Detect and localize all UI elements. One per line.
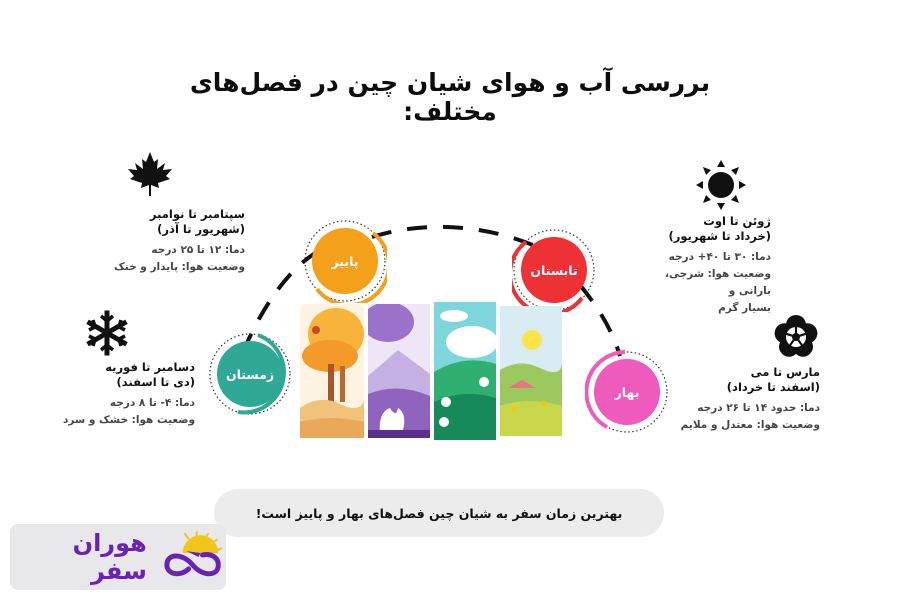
autumn-panel bbox=[300, 304, 364, 438]
spring-weather: وضعیت هوا: معتدل و ملایم bbox=[680, 419, 820, 431]
winter-info: دسامبر تا فوریه (دی تا اسفند) دما: ۴- تا… bbox=[60, 360, 195, 429]
autumn-ring bbox=[304, 220, 387, 303]
winter-label: زمستان bbox=[217, 341, 283, 407]
four-seasons-illustration bbox=[300, 300, 562, 442]
maple-leaf-icon bbox=[125, 150, 175, 198]
summer-weather: وضعیت هوا: شرجی، بارانی و bbox=[664, 268, 771, 297]
logo-text: هوران سفر bbox=[72, 529, 147, 585]
spring-persian-months: (اسفند تا خرداد) bbox=[726, 380, 820, 394]
winter-weather: وضعیت هوا: خشک و سرد bbox=[62, 414, 195, 426]
winter-temperature: دما: ۴- تا ۸ درجه bbox=[109, 397, 195, 409]
summer-badge: تابستان bbox=[512, 228, 596, 312]
winter-ring bbox=[209, 333, 291, 415]
spring-months: مارس تا می bbox=[750, 365, 820, 379]
spring-ring bbox=[585, 350, 668, 433]
autumn-badge: پاییز bbox=[303, 219, 387, 303]
winter-badge: زمستان bbox=[208, 332, 292, 416]
winter-persian-months: (دی تا اسفند) bbox=[116, 375, 195, 389]
sun-icon bbox=[694, 158, 748, 212]
autumn-weather: وضعیت هوا: پایدار و خنک bbox=[114, 261, 245, 273]
infinity-sun-logo-icon bbox=[164, 531, 223, 577]
best-time-banner: بهترین زمان سفر به شیان چین فصل‌های بهار… bbox=[214, 489, 664, 537]
autumn-persian-months: (شهریور تا آذر) bbox=[157, 222, 245, 236]
autumn-temperature: دما: ۱۲ تا ۲۵ درجه bbox=[151, 244, 245, 256]
summer-panel bbox=[500, 306, 562, 436]
flower-icon bbox=[774, 315, 818, 359]
autumn-label: پاییز bbox=[312, 228, 378, 294]
summer-label: تابستان bbox=[521, 237, 587, 303]
summer-months: ژوئن تا اوت bbox=[703, 214, 771, 228]
spring-label: بهار bbox=[594, 359, 660, 425]
page-title: بررسی آب و هوای شیان چین در فصل‌های مختل… bbox=[189, 68, 711, 126]
snowflake-icon bbox=[84, 310, 130, 356]
spring-badge: بهار bbox=[585, 350, 669, 434]
summer-ring bbox=[512, 229, 595, 312]
summer-info: ژوئن تا اوت (خرداد تا شهریور) دما: ۳۰ تا… bbox=[636, 214, 771, 317]
autumn-info: سپتامبر تا نوامبر (شهریور تا آذر) دما: ۱… bbox=[95, 207, 245, 276]
winter-months: دسامبر تا فوریه bbox=[105, 360, 195, 374]
spring-panel bbox=[434, 302, 496, 440]
spring-info: مارس تا می (اسفند تا خرداد) دما: حدود ۱۴… bbox=[680, 365, 820, 434]
summer-weather-cont: بسیار گرم bbox=[718, 302, 771, 314]
horan-safar-logo[interactable]: هوران سفر bbox=[10, 524, 226, 590]
summer-temperature: دما: ۳۰ تا ۴۰+ درجه bbox=[668, 251, 771, 263]
autumn-months: سپتامبر تا نوامبر bbox=[149, 207, 245, 221]
summer-persian-months: (خرداد تا شهریور) bbox=[668, 229, 771, 243]
winter-panel bbox=[368, 304, 430, 438]
spring-temperature: دما: حدود ۱۴ تا ۲۶ درجه bbox=[697, 402, 820, 414]
